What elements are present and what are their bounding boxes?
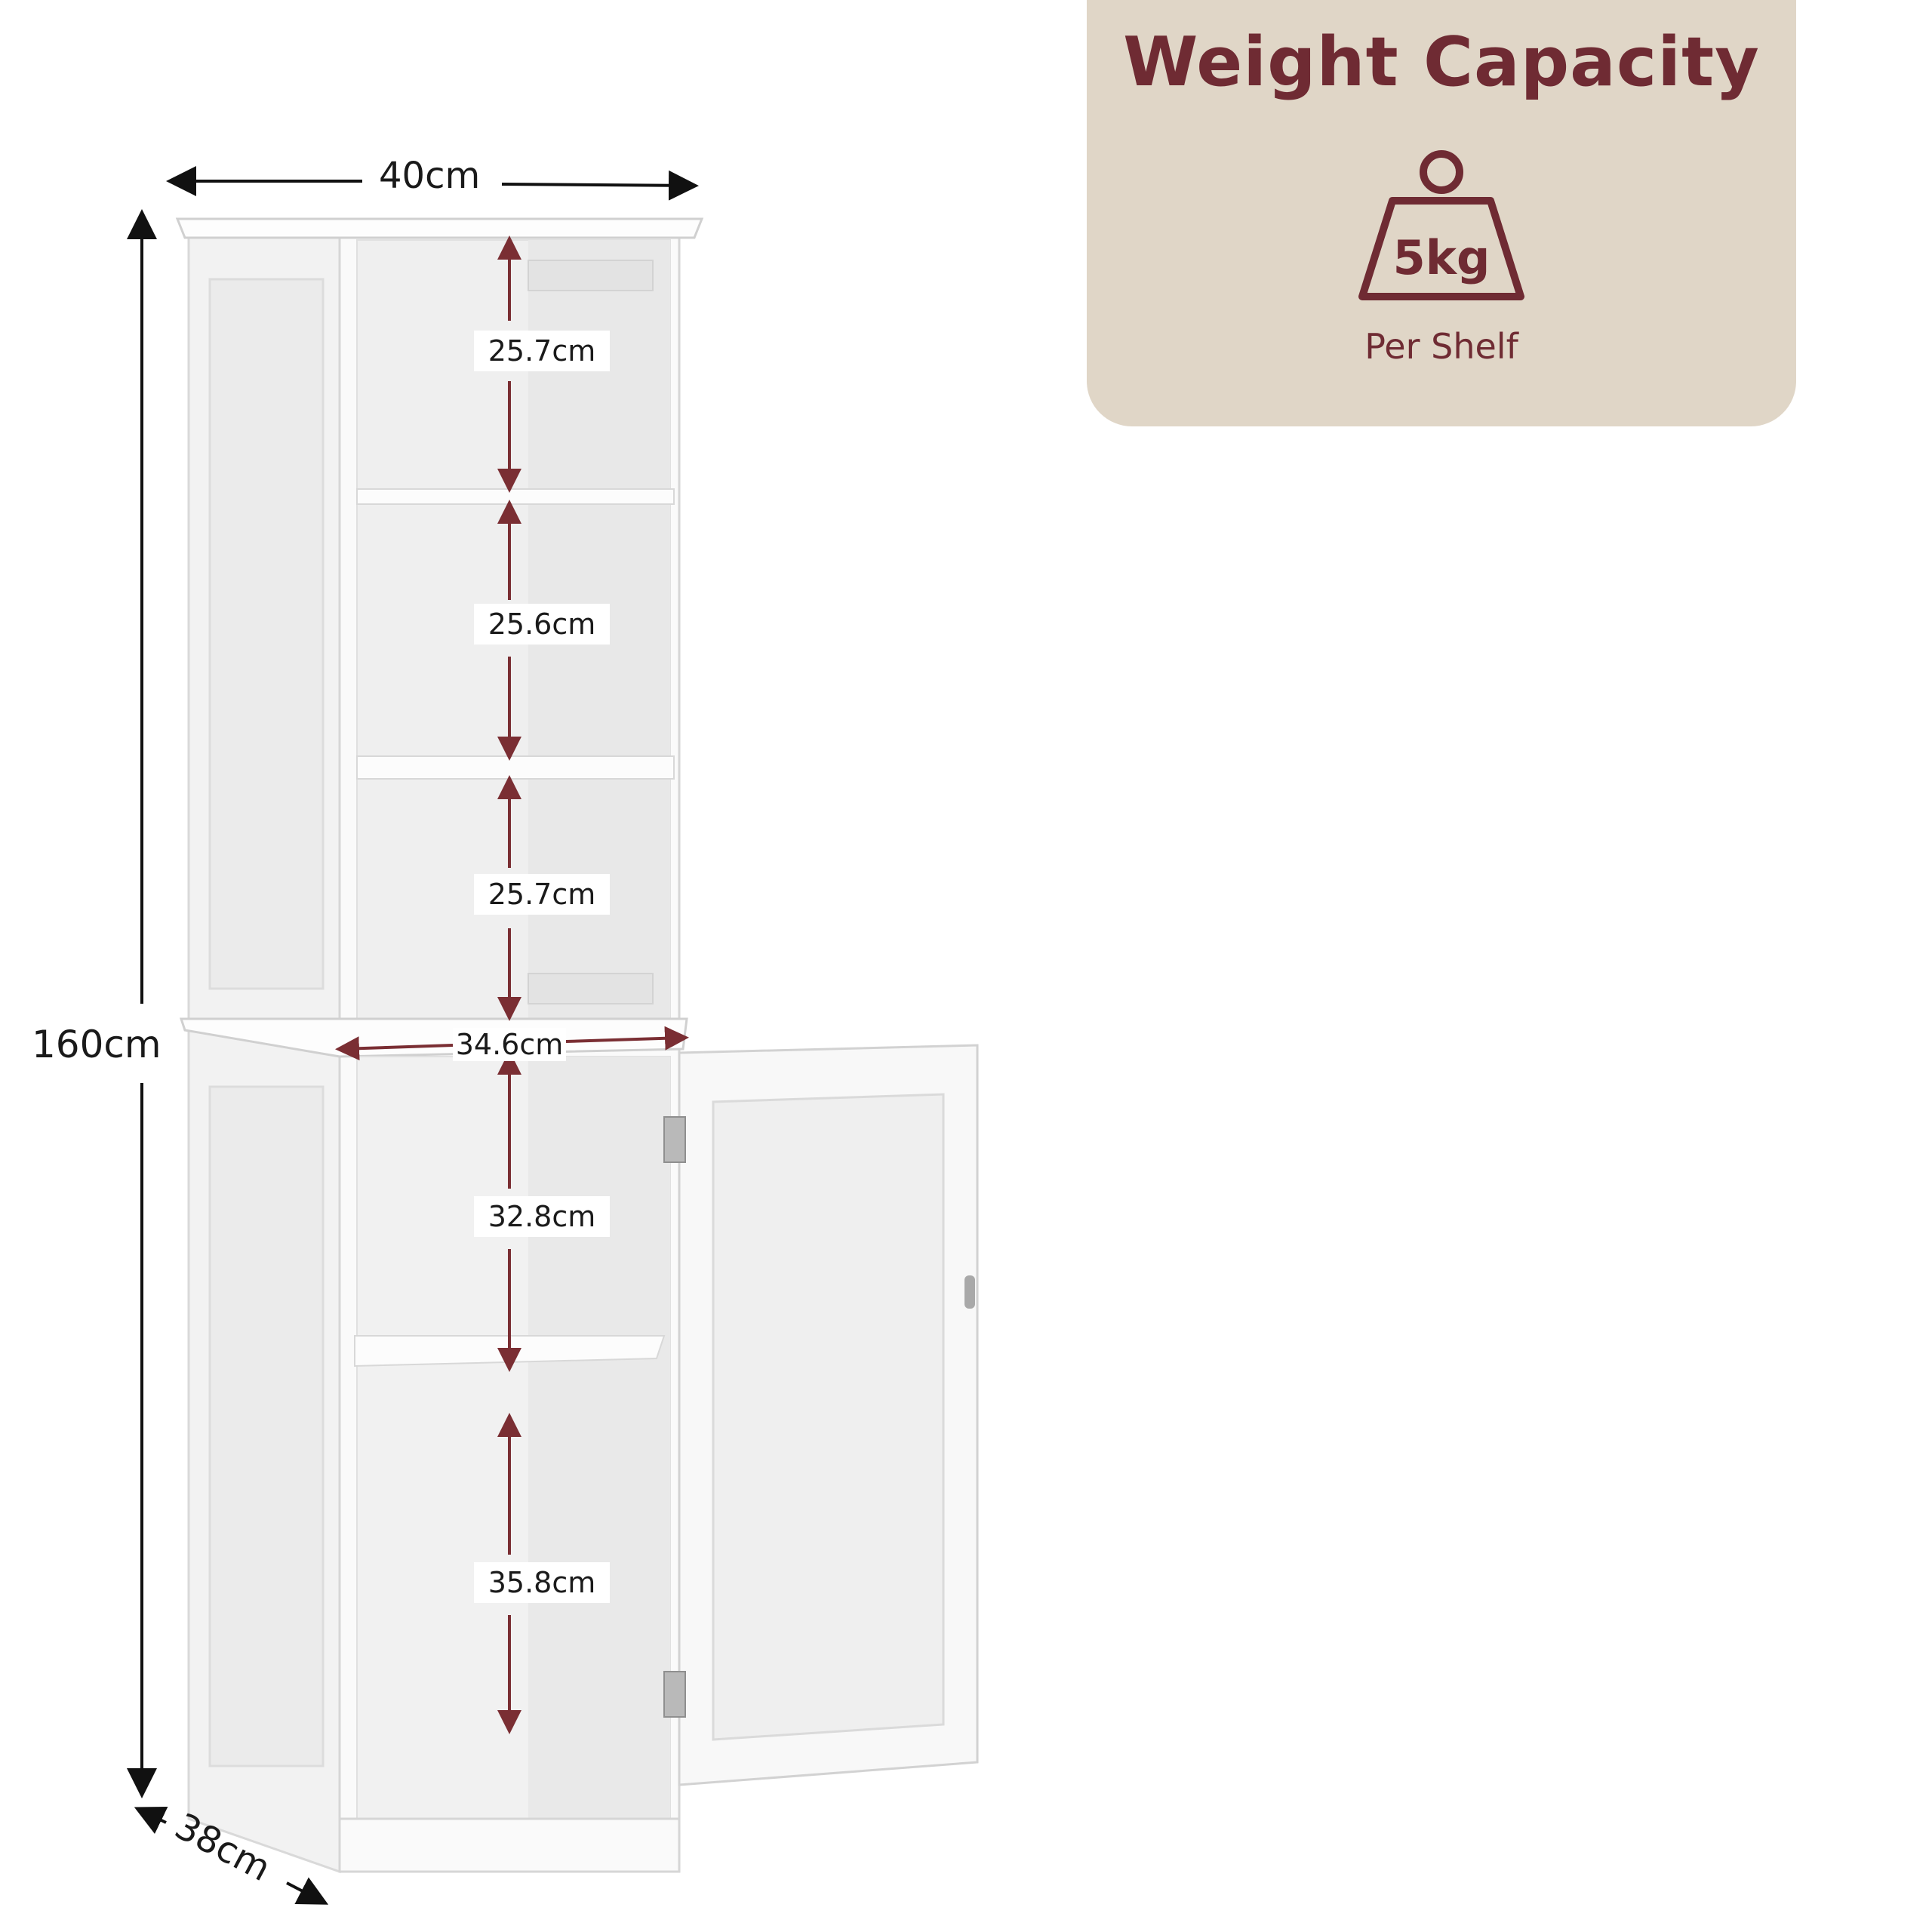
- shelf-height-label-5: 35.8cm: [474, 1562, 610, 1603]
- width-arrow-right: [501, 170, 699, 201]
- cabinet: [175, 217, 979, 1874]
- height-label: 160cm: [32, 1015, 162, 1074]
- weight-capacity-card: Weight Capacity 5kg Per Shelf: [1087, 0, 1796, 426]
- card-title: Weight Capacity: [1123, 23, 1760, 102]
- shelf-height-label-3: 25.7cm: [474, 874, 610, 915]
- overall-dimension-arrows: [127, 166, 699, 1905]
- shelf-height-label-1: 25.7cm: [474, 331, 610, 371]
- shelf-arrows: [335, 235, 689, 1734]
- depth-arrow-right: [286, 1877, 329, 1905]
- shelf-height-label-4: 32.8cm: [474, 1196, 610, 1237]
- inner-width-label: 34.6cm: [453, 1028, 566, 1061]
- weight-icon: [1358, 150, 1524, 300]
- width-label: 40cm: [370, 155, 490, 197]
- shelf-height-label-2: 25.6cm: [474, 604, 610, 645]
- card-subtitle: Per Shelf: [1364, 326, 1518, 367]
- weight-value: 5kg: [1392, 230, 1491, 285]
- depth-arrow-left: [134, 1806, 168, 1834]
